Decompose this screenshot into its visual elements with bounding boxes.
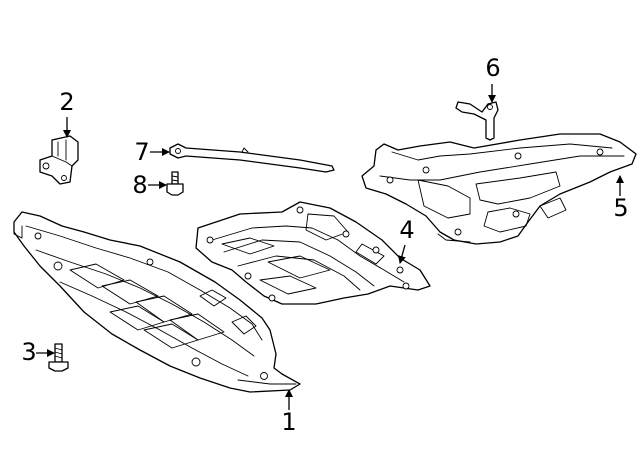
part-5-rear-shield	[361, 133, 637, 245]
callout-3: 3	[21, 338, 36, 366]
callout-4: 4	[399, 216, 414, 244]
callout-5: 5	[613, 194, 628, 222]
callout-2: 2	[59, 88, 74, 116]
callout-6: 6	[485, 54, 500, 82]
part-1-front-splash-shield	[13, 211, 301, 393]
callout-8: 8	[132, 171, 147, 199]
part-3-bolt	[48, 343, 69, 372]
part-8-bolt	[166, 171, 184, 196]
part-7-strap	[169, 143, 335, 173]
callout-1: 1	[281, 408, 296, 436]
part-6-hook-bracket	[455, 101, 499, 141]
part-2-bracket	[39, 135, 79, 185]
callout-7: 7	[134, 138, 149, 166]
part-4-center-shield	[195, 201, 431, 305]
leader-4	[398, 244, 406, 264]
